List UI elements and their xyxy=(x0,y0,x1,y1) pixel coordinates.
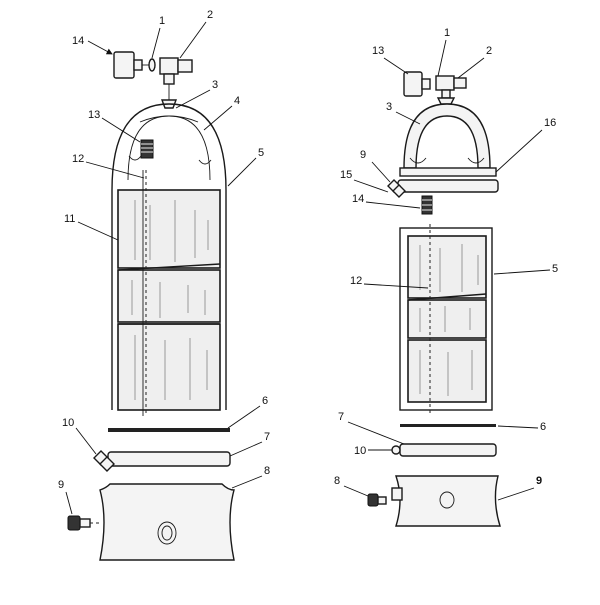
left-drain-plug xyxy=(67,515,100,531)
right-callout-14: 13 xyxy=(372,45,384,57)
left-dome-manifold xyxy=(127,115,211,181)
left-callout-11: 11 xyxy=(64,213,75,225)
left-callout-2: 2 xyxy=(207,9,213,21)
right-callout-3: 3 xyxy=(386,101,392,113)
right-callout-8: 9 xyxy=(536,475,542,487)
right-dome-manifold xyxy=(403,103,491,169)
left-filter-grid xyxy=(117,189,221,411)
right-o-ring xyxy=(400,424,496,427)
left-spring xyxy=(140,139,154,159)
left-callout-1: 1 xyxy=(159,15,165,27)
left-callout-10: 10 xyxy=(62,417,74,429)
left-callout-9: 9 xyxy=(58,479,64,491)
left-callout-4: 4 xyxy=(234,95,240,107)
right-callout-2: 2 xyxy=(486,45,492,57)
left-callout-13: 13 xyxy=(88,109,100,121)
left-callouts: 1 2 14 3 4 13 5 12 11 6 10 7 8 9 xyxy=(58,9,270,515)
right-pressure-gauge xyxy=(403,71,431,97)
right-callouts: 1 2 13 3 16 9 15 14 5 12 7 6 10 8 9 xyxy=(334,27,558,501)
right-clamp xyxy=(399,443,497,457)
left-callout-8: 8 xyxy=(264,465,270,477)
right-callout-16: 16 xyxy=(544,117,556,129)
right-assembly xyxy=(367,71,501,527)
right-air-relief-valve xyxy=(435,75,467,105)
left-callout-6: 6 xyxy=(262,395,268,407)
left-callout-12: 12 xyxy=(72,153,84,165)
left-tank-body xyxy=(111,103,227,410)
right-callout-10: 9 xyxy=(360,149,366,161)
left-o-ring xyxy=(108,428,230,432)
right-filter-grid xyxy=(399,227,493,411)
right-cap xyxy=(387,179,406,198)
left-drain-cap xyxy=(93,450,115,472)
right-callout-7: 7 xyxy=(338,411,344,423)
left-callout-14: 14 xyxy=(72,35,84,47)
right-callout-9: 8 xyxy=(334,475,340,487)
right-drain-plug xyxy=(367,493,387,507)
left-callout-7: 7 xyxy=(264,431,270,443)
left-clamp xyxy=(107,451,231,467)
left-callout-5: 5 xyxy=(258,147,264,159)
left-assembly xyxy=(67,51,235,561)
left-air-relief-valve xyxy=(148,57,193,109)
right-callout-6: 6 xyxy=(540,421,546,433)
right-lid-ring xyxy=(399,167,497,177)
right-callout-10b: 10 xyxy=(354,445,366,457)
right-callout-13: 14 xyxy=(352,193,364,205)
right-callout-12: 12 xyxy=(350,275,362,287)
left-pressure-gauge xyxy=(113,51,150,79)
right-callout-1: 1 xyxy=(444,27,450,39)
right-callout-15: 15 xyxy=(340,169,352,181)
left-callout-3: 3 xyxy=(212,79,218,91)
right-spring xyxy=(421,195,433,215)
right-callout-5: 5 xyxy=(552,263,558,275)
right-base xyxy=(395,475,501,527)
